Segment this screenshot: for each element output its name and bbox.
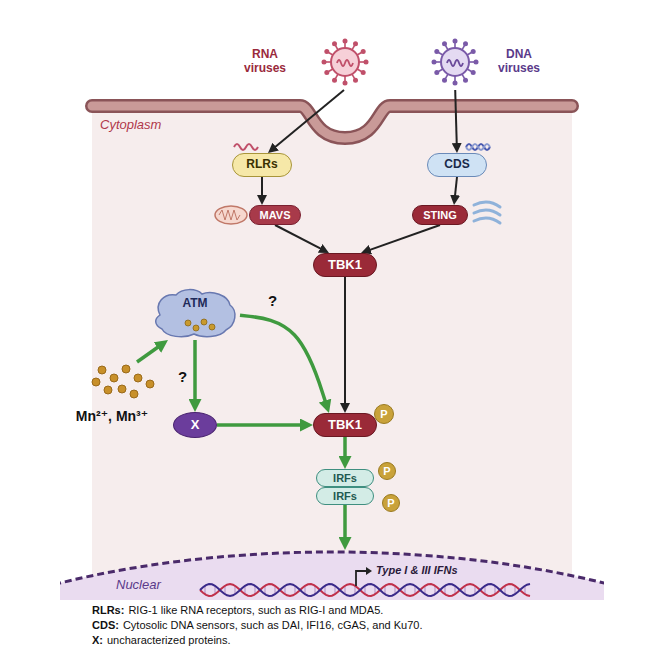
phosphate-circle: P [382, 494, 400, 512]
phosphate-circle: P [374, 404, 394, 424]
node-label: P [380, 408, 387, 421]
irf-box: IRFs [316, 487, 374, 505]
node-label: Nuclear [116, 578, 196, 593]
cell-membrane [92, 106, 572, 138]
node-label: Type I & III IFNs [376, 564, 506, 577]
signal-arrow [343, 505, 347, 544]
signal-arrow [261, 177, 263, 200]
dna-helix [200, 584, 530, 596]
kinase-box: TBK1 [313, 253, 377, 277]
node-label: IRFs [333, 472, 357, 485]
node-label: Mn²⁺, Mn³⁺ [62, 408, 162, 424]
mitochondrion [215, 206, 247, 224]
signal-arrow [272, 90, 344, 150]
ion-dot [146, 380, 154, 388]
node-label: TBK1 [328, 418, 362, 433]
dna-virus: DNA viruses [430, 36, 570, 90]
dna-strand [466, 144, 490, 150]
ion-dot [92, 378, 100, 386]
node-label: P [383, 465, 390, 478]
abbreviation-definition: uncharacterized proteins. [107, 634, 231, 647]
node-label: TBK1 [328, 258, 362, 273]
node-label: RLRs [246, 158, 277, 172]
ion-dot [98, 366, 106, 374]
ion-dot [130, 390, 138, 398]
node-label: P [387, 497, 394, 510]
signal-arrow [217, 423, 307, 427]
virus-icon [322, 39, 369, 86]
node-label: IRFs [333, 490, 357, 503]
cytoplasm-area [92, 106, 572, 600]
manganese-ions: Mn²⁺, Mn³⁺ [62, 362, 162, 428]
phosphate-circle: P [378, 462, 396, 480]
ion-dot [110, 374, 118, 382]
signal-arrow [343, 437, 347, 463]
er-membrane [474, 202, 500, 207]
nucleus: Type I & III IFNsNuclear [60, 550, 604, 600]
node-label: X [191, 418, 200, 433]
ion-dot [201, 319, 207, 325]
node-label: RNA viruses [232, 48, 298, 76]
signal-arrow [240, 315, 327, 407]
abbreviation-key: X: [92, 634, 103, 647]
node-label: STING [423, 209, 457, 222]
edge-label: ? [266, 292, 279, 309]
rna-virus: RNA viruses [232, 36, 372, 90]
er-membrane [474, 210, 500, 215]
cell-cytoplasm: CytoplasmRLRsCDSMAVSSTINGTBK1ATMMn²⁺, Mn… [0, 92, 664, 600]
atm-protein-shape [150, 285, 240, 340]
sensor-box: CDS [427, 153, 487, 177]
ion-dot [209, 324, 215, 330]
ion-dot [104, 386, 112, 394]
signal-arrow [275, 225, 325, 251]
node-label: MAVS [260, 209, 291, 222]
irf-box: IRFs [316, 469, 374, 487]
ion-dot [134, 374, 142, 382]
signal-arrow [193, 340, 197, 406]
virus-icon [432, 39, 479, 86]
cell-membrane [92, 106, 572, 138]
ion-dot [193, 325, 199, 331]
dna-helix [200, 584, 530, 596]
nucleus-shape [60, 550, 604, 600]
kinase-box: TBK1 [313, 413, 377, 437]
ion-dot [185, 320, 191, 326]
node-label: CDS [444, 158, 469, 172]
atm-protein: ATM [150, 285, 240, 340]
er-membrane [474, 218, 500, 223]
abbreviation-definition: RIG-1 like RNA receptors, such as RIG-I … [128, 604, 383, 617]
abbreviation-key: CDS: [92, 619, 119, 632]
abbreviation-definition: Cytosolic DNA sensors, such as DAI, IFI1… [123, 619, 423, 632]
dna-strand [466, 144, 490, 150]
signal-arrow [455, 177, 457, 200]
node-label: ATM [150, 297, 240, 311]
unknown-protein: X [173, 412, 217, 438]
signal-arrow [455, 90, 457, 148]
node-label: Cytoplasm [100, 118, 210, 133]
adaptor-box: MAVS [249, 205, 301, 225]
signal-arrow [137, 344, 163, 362]
nuclear-envelope [60, 552, 604, 600]
adaptor-box: STING [412, 205, 468, 225]
ion-dot [122, 365, 130, 373]
cell-cytoplasm-shape [0, 92, 664, 600]
ion-dot [118, 385, 126, 393]
transcription-arrow [356, 571, 366, 586]
mitochondrion-cristae [219, 210, 240, 220]
edge-label: ? [176, 368, 189, 385]
receptor-box: RLRs [232, 153, 292, 177]
signal-arrow [344, 277, 346, 408]
abbreviation-key: RLRs: [92, 604, 124, 617]
signal-arrow [366, 225, 440, 251]
transcription-arrowhead [366, 567, 372, 575]
rna-strand [234, 144, 258, 150]
node-label: DNA viruses [486, 48, 552, 76]
